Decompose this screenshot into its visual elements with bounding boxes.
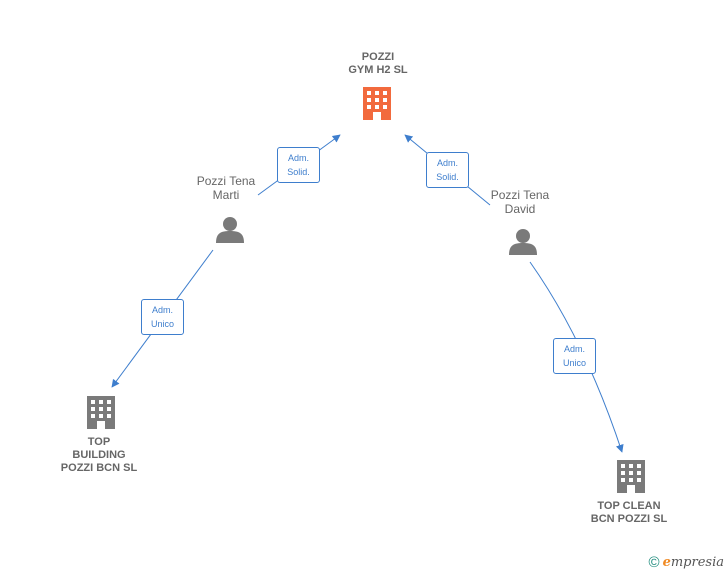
brand-logo: empresia	[662, 555, 724, 570]
node-label-pozzi-gym[interactable]: POZZI GYM H2 SL	[348, 51, 408, 76]
node-label-top-building[interactable]: TOP BUILDING POZZI BCN SL	[60, 436, 138, 474]
person-icon[interactable]	[216, 217, 244, 243]
edge-badge-marti-building[interactable]: Adm. Unico	[141, 299, 184, 335]
node-label-top-clean[interactable]: TOP CLEAN BCN POZZI SL	[590, 500, 668, 525]
copyright-icon: ©	[648, 554, 660, 571]
building-icon[interactable]	[363, 87, 391, 120]
person-label-marti[interactable]: Pozzi Tena Marti	[196, 174, 256, 202]
edge-badge-david-clean[interactable]: Adm. Unico	[553, 338, 596, 374]
person-label-david[interactable]: Pozzi Tena David	[490, 188, 550, 216]
building-icon[interactable]	[617, 460, 645, 493]
person-icon[interactable]	[509, 229, 537, 255]
footer-credit[interactable]: © empresia	[649, 554, 724, 571]
edge-badge-marti-gym[interactable]: Adm. Solid.	[277, 147, 320, 183]
building-icon[interactable]	[87, 396, 115, 429]
edge-badge-david-gym[interactable]: Adm. Solid.	[426, 152, 469, 188]
